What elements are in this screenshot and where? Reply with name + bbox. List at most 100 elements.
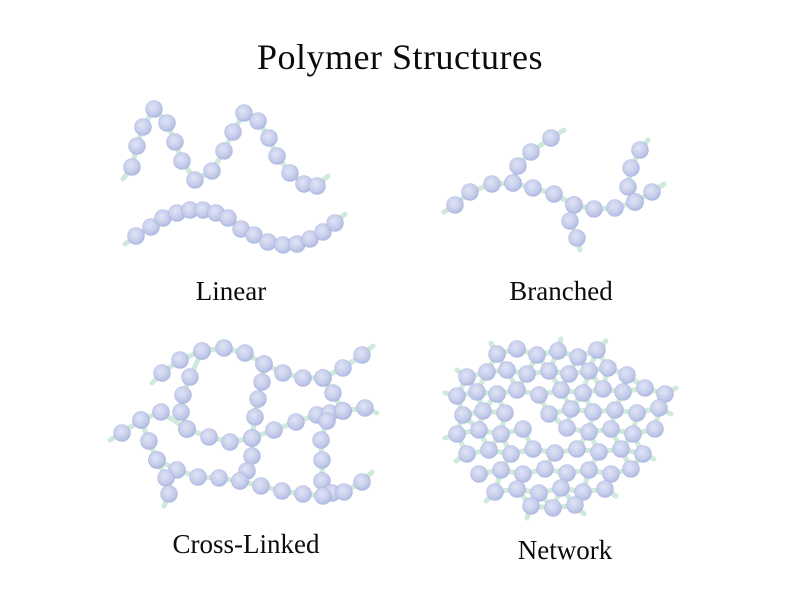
monomer-bead [127, 227, 145, 245]
monomer-bead [558, 419, 576, 437]
monomer-bead [113, 424, 131, 442]
monomer-bead [508, 480, 526, 498]
monomer-bead [448, 387, 466, 405]
monomer-bead [646, 420, 664, 438]
monomer-bead [522, 143, 540, 161]
monomer-bead [219, 209, 237, 227]
monomer-bead [524, 440, 542, 458]
monomer-bead [148, 451, 166, 469]
monomer-bead [622, 460, 640, 478]
monomer-bead [508, 340, 526, 358]
monomer-bead [140, 432, 158, 450]
monomer-bead [243, 447, 261, 465]
monomer-bead [580, 362, 598, 380]
monomer-bead [273, 482, 291, 500]
monomer-bead [558, 464, 576, 482]
monomer-bead [568, 440, 586, 458]
monomer-bead [588, 341, 606, 359]
monomer-bead [509, 157, 527, 175]
monomer-bead [566, 496, 584, 514]
monomer-bead [324, 384, 342, 402]
monomer-bead [312, 431, 330, 449]
monomer-bead [580, 423, 598, 441]
monomer-bead [606, 199, 624, 217]
monomer-bead [470, 465, 488, 483]
monomer-bead [172, 403, 190, 421]
monomer-bead [631, 141, 649, 159]
monomer-bead [245, 226, 263, 244]
monomer-bead [492, 425, 510, 443]
monomer-bead [552, 381, 570, 399]
monomer-bead [142, 218, 160, 236]
monomer-bead [236, 344, 254, 362]
monomer-bead [602, 420, 620, 438]
monomer-bead [470, 421, 488, 439]
monomer-bead [650, 399, 668, 417]
monomer-bead [565, 196, 583, 214]
monomer-bead [353, 346, 371, 364]
monomer-bead [186, 171, 204, 189]
monomer-bead [594, 380, 612, 398]
monomer-bead [622, 159, 640, 177]
monomer-bead [488, 385, 506, 403]
monomer-bead [249, 112, 267, 130]
monomer-bead [530, 484, 548, 502]
monomer-bead [200, 428, 218, 446]
label-network: Network [517, 535, 613, 565]
monomer-bead [265, 421, 283, 439]
monomer-bead [546, 444, 564, 462]
monomer-bead [281, 164, 299, 182]
monomer-bead [128, 137, 146, 155]
monomer-bead [599, 359, 617, 377]
monomer-bead [542, 129, 560, 147]
monomer-bead [536, 460, 554, 478]
monomer-bead [166, 133, 184, 151]
monomer-bead [215, 339, 233, 357]
monomer-bead [461, 183, 479, 201]
monomer-bead [123, 158, 141, 176]
monomer-bead [210, 469, 228, 487]
monomer-bead [287, 413, 305, 431]
monomer-bead [454, 406, 472, 424]
monomer-bead [628, 404, 646, 422]
monomer-bead [181, 368, 199, 386]
monomer-bead [260, 129, 278, 147]
monomer-bead [173, 152, 191, 170]
monomer-bead [524, 179, 542, 197]
monomer-bead [492, 461, 510, 479]
monomer-bead [448, 425, 466, 443]
monomer-bead [540, 362, 558, 380]
monomer-bead [313, 451, 331, 469]
monomer-bead [522, 497, 540, 515]
monomer-bead [158, 114, 176, 132]
monomer-bead [308, 177, 326, 195]
monomer-bead [560, 365, 578, 383]
monomer-bead [446, 196, 464, 214]
monomer-bead [508, 381, 526, 399]
monomer-bead [193, 342, 211, 360]
monomer-bead [189, 468, 207, 486]
label-cross-linked: Cross-Linked [172, 529, 320, 559]
monomer-bead [643, 183, 661, 201]
monomer-bead [145, 100, 163, 118]
monomer-bead [474, 402, 492, 420]
structure-linear [120, 100, 348, 254]
monomer-bead [215, 142, 233, 160]
monomer-bead [171, 351, 189, 369]
monomer-bead [528, 346, 546, 364]
monomer-bead [545, 185, 563, 203]
monomer-bead [334, 359, 352, 377]
monomer-bead [356, 399, 374, 417]
monomer-bead [253, 373, 271, 391]
monomer-bead [468, 383, 486, 401]
monomer-bead [626, 193, 644, 211]
monomer-bead [246, 408, 264, 426]
monomer-bead [478, 363, 496, 381]
monomer-bead [231, 472, 249, 490]
monomer-bead [203, 162, 221, 180]
monomer-bead [518, 365, 536, 383]
monomer-bead [549, 342, 567, 360]
monomer-bead [574, 483, 592, 501]
